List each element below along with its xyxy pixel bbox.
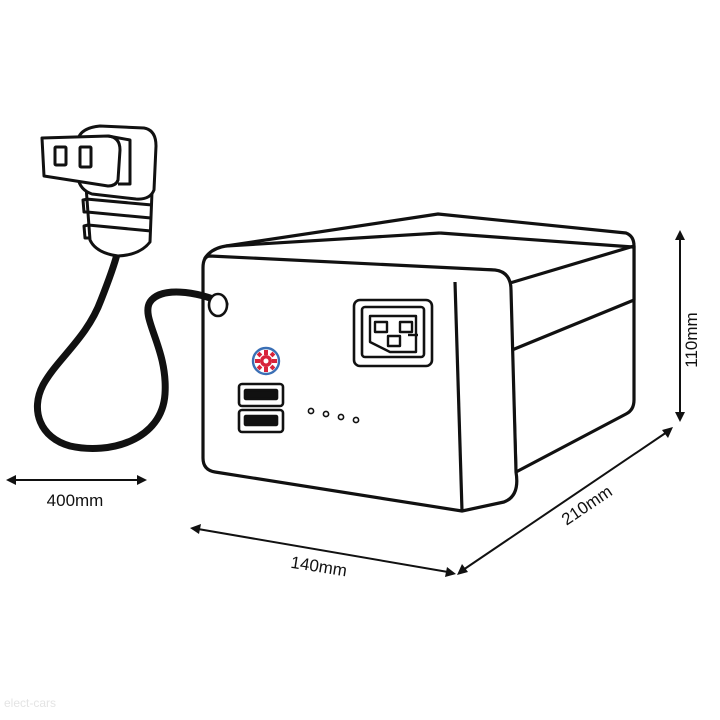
cable-grommet [207, 292, 229, 318]
power-station-device [201, 212, 636, 513]
cable-length-label: 400mm [47, 491, 104, 510]
depth-arrow [457, 427, 673, 575]
usb-port-1 [237, 382, 285, 408]
device-top-seam [439, 231, 634, 249]
cable-length-arrow [6, 475, 147, 485]
width-label: 140mm [289, 553, 348, 581]
indicator-led [352, 416, 360, 424]
device-side-seam [511, 298, 635, 352]
indicator-led [322, 410, 330, 418]
plug-prong [78, 145, 93, 169]
width-arrow [190, 524, 456, 577]
device-side-face [508, 244, 636, 474]
ac-inlet [352, 298, 434, 368]
device-top-back-edge [225, 231, 441, 248]
gear-logo-icon [251, 346, 281, 376]
device-front-face [201, 254, 519, 513]
height-label: 110mm [682, 312, 701, 367]
indicator-led [337, 413, 345, 421]
usb-port-2 [237, 408, 285, 434]
two-prong-plug-icon [40, 124, 158, 258]
indicator-led [307, 407, 315, 415]
dimension-arrows [6, 230, 685, 577]
iec-c14-inlet-icon [368, 314, 418, 354]
depth-label: 210mm [558, 482, 616, 529]
power-cable [33, 246, 229, 452]
watermark-text: elect-cars [4, 696, 56, 710]
plug-prong [53, 145, 68, 167]
indicator-leds [307, 407, 360, 424]
device-front-edge [453, 281, 464, 512]
height-arrow [675, 230, 685, 422]
